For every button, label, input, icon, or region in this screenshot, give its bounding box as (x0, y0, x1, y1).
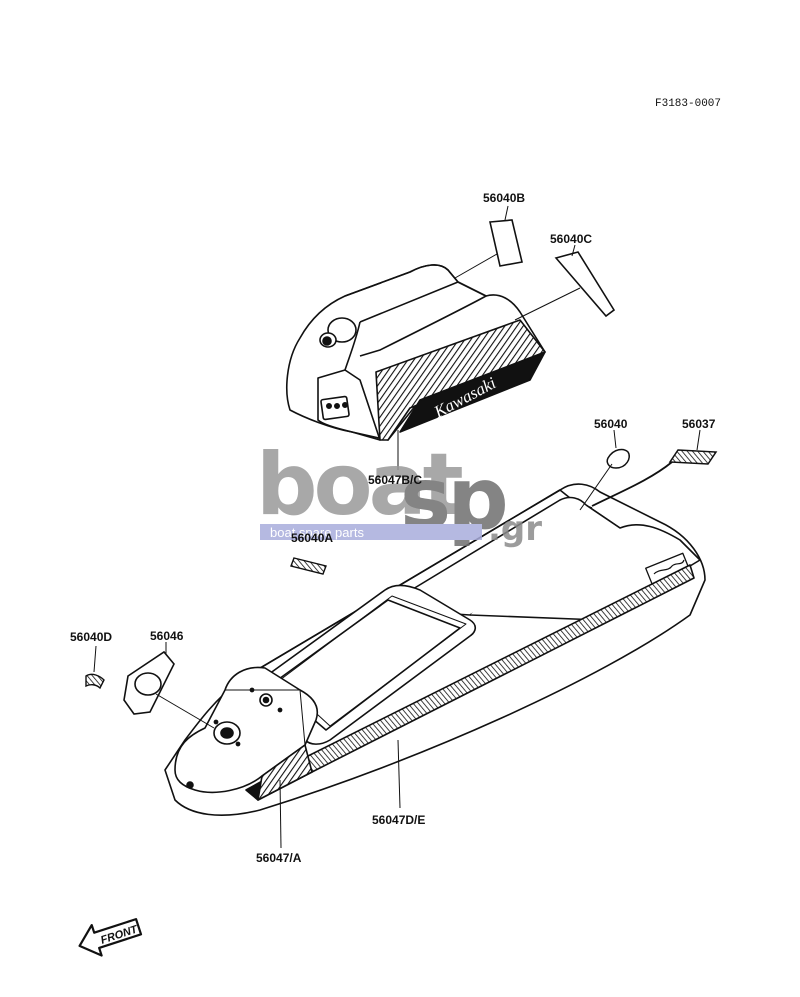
decal-56040D (85, 645, 105, 690)
decal-56040A (290, 557, 327, 575)
front-arrow-icon: FRONT (78, 918, 143, 957)
label-56037: 56037 (682, 417, 716, 431)
label-56047A: 56047/A (256, 851, 302, 865)
decal-56046 (123, 642, 215, 729)
label-56046: 56046 (150, 629, 184, 643)
label-56040C: 56040C (550, 232, 592, 246)
figure-code: F3183-0007 (655, 98, 721, 110)
decal-56037 (591, 429, 718, 507)
label-56040: 56040 (594, 417, 628, 431)
watermark-tagline: boat spare parts (270, 525, 364, 540)
hull (164, 483, 706, 816)
watermark-suffix: .gr (488, 509, 542, 549)
leader-56047DE (397, 739, 401, 809)
label-56047BC: 56047B/C (368, 473, 422, 487)
label-56047DE: 56047D/E (372, 813, 425, 827)
watermark: boat sp .gr boat spare parts (256, 435, 542, 549)
decal-56040B (454, 205, 523, 279)
label-56040D: 56040D (70, 630, 112, 644)
leader-56047A (279, 779, 282, 849)
label-56040A: 56040A (291, 531, 333, 545)
decal-56040C (514, 244, 616, 321)
label-56040B: 56040B (483, 191, 525, 205)
decal-56040 (579, 429, 630, 511)
watermark-brand-a: boat (256, 435, 463, 535)
engine-hood: Kawasaki (286, 264, 546, 441)
watermark-tagline-bar (260, 524, 482, 540)
